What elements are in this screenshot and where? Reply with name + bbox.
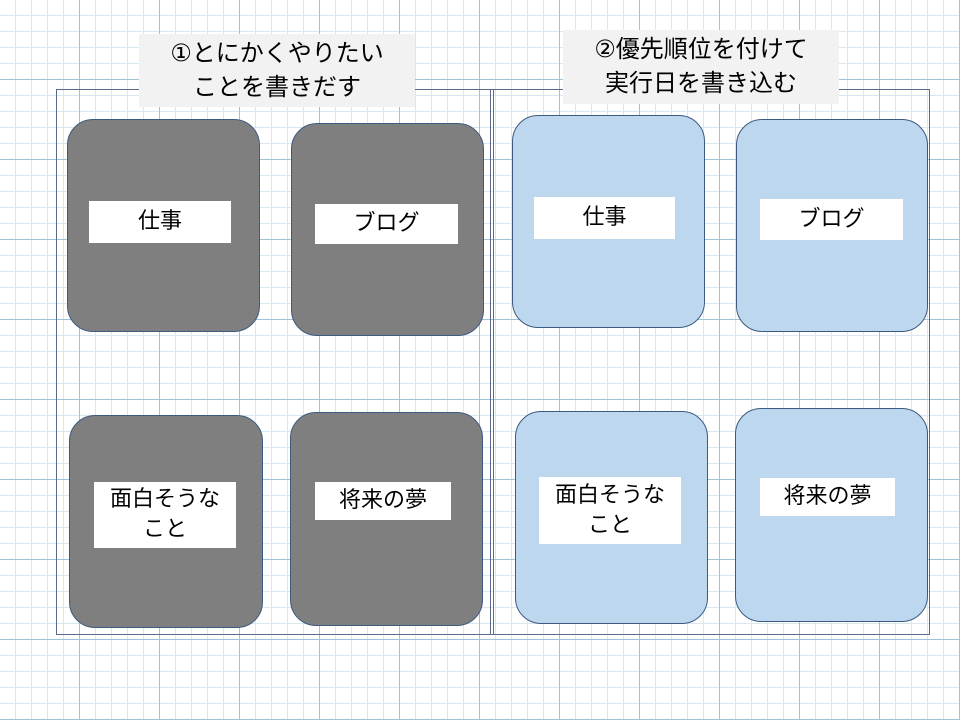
left-card-blog-label: ブログ: [315, 204, 458, 244]
left-card-work-label: 仕事: [89, 201, 231, 243]
right-title-line-1: ②優先順位を付けて: [594, 35, 808, 63]
left-panel-title: ①とにかくやりたい ことを書きだす: [139, 34, 415, 107]
left-card-work-text: 仕事: [137, 209, 182, 234]
left-title-line-2: ことを書きだす: [193, 73, 361, 101]
right-card-blog-label: ブログ: [760, 199, 903, 240]
right-card-interesting-text-1: 面白そうな: [554, 482, 665, 508]
left-card-interesting-text-1: 面白そうな: [109, 487, 220, 512]
right-panel-title: ②優先順位を付けて 実行日を書き込む: [563, 30, 839, 104]
right-card-interesting-label: 面白そうな こと: [539, 477, 681, 544]
left-card-blog-text: ブログ: [353, 211, 420, 236]
right-card-work-label: 仕事: [534, 197, 675, 239]
left-card-dream-label: 将来の夢: [315, 482, 451, 520]
right-card-work-text: 仕事: [582, 205, 627, 230]
left-title-line-1: ①とにかくやりたい: [170, 39, 384, 67]
left-card-interesting-label: 面白そうな こと: [94, 482, 236, 548]
right-card-dream-text: 将来の夢: [783, 484, 872, 509]
right-card-blog-text: ブログ: [798, 206, 865, 232]
left-card-interesting-text-2: こと: [142, 517, 187, 542]
right-card-dream-label: 将来の夢: [760, 478, 895, 516]
right-title-line-2: 実行日を書き込む: [605, 69, 797, 97]
right-card-interesting-text-2: こと: [587, 512, 632, 538]
left-card-dream-text: 将来の夢: [338, 488, 427, 513]
